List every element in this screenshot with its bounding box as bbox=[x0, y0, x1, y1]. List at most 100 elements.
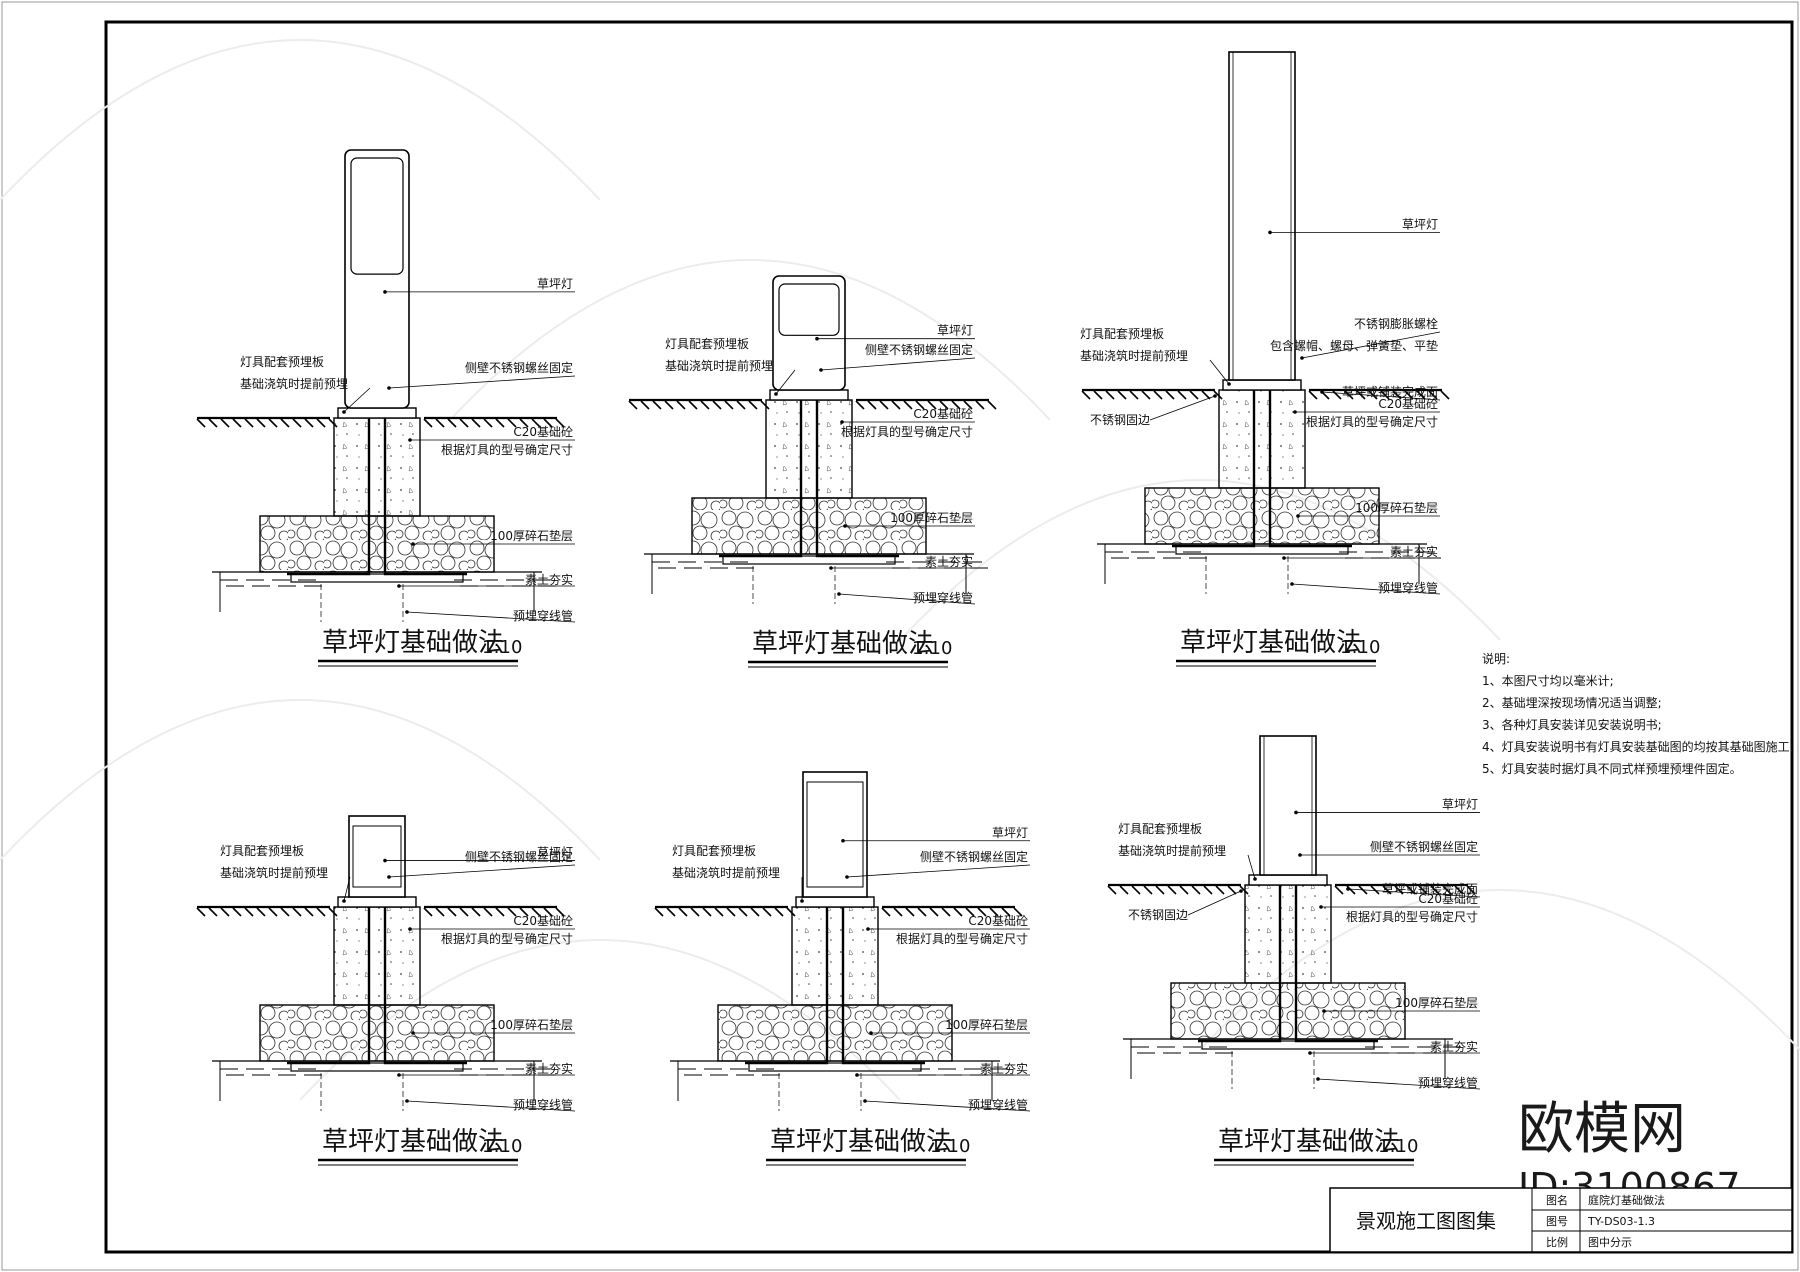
detail-title-text: 草坪灯基础做法 bbox=[322, 628, 504, 658]
tb-number-value: TY-DS03-1.3 bbox=[1587, 1215, 1655, 1228]
label-plate-note: 基础浇筑时提前预埋 bbox=[220, 865, 328, 880]
conduit-pipe bbox=[719, 396, 899, 604]
tb-scale-label: 比例 bbox=[1546, 1235, 1568, 1249]
conduit-pipe bbox=[287, 903, 467, 1111]
label-c20: C20基础砼 bbox=[513, 914, 573, 928]
detail-title-text: 草坪灯基础做法 bbox=[770, 1127, 952, 1157]
label-bolt: 不锈钢膨胀螺栓 bbox=[1354, 316, 1438, 331]
embedded-plate bbox=[769, 389, 849, 401]
label-plate: 灯具配套预埋板 bbox=[1080, 327, 1164, 341]
tb-name-label: 图名 bbox=[1546, 1193, 1568, 1207]
label-pipe: 预埋穿线管 bbox=[513, 608, 573, 623]
label-bolt: 侧壁不锈钢螺丝固定 bbox=[865, 342, 973, 357]
lawn-lamp bbox=[772, 275, 846, 391]
label-steel: 不锈钢固边 bbox=[1128, 908, 1188, 922]
title-block: 景观施工图图集 图名 庭院灯基础做法 图号 TY-DS03-1.3 比例 图中分… bbox=[1329, 1187, 1793, 1253]
lawn-lamp bbox=[348, 815, 406, 898]
label-lamp: 草坪灯 bbox=[937, 324, 973, 338]
concrete-footing bbox=[765, 399, 853, 499]
detail-scale: 1:10 bbox=[482, 637, 522, 658]
label-pipe: 预埋穿线管 bbox=[1418, 1075, 1478, 1090]
lawn-lamp bbox=[344, 149, 410, 409]
concrete-footing bbox=[333, 417, 421, 517]
label-finish: 草坪或铺装完成面 bbox=[1382, 881, 1478, 896]
label-pipe: 预埋穿线管 bbox=[968, 1097, 1028, 1112]
label-plate: 灯具配套预埋板 bbox=[665, 337, 749, 351]
label-plate-note: 基础浇筑时提前预埋 bbox=[665, 358, 773, 373]
embedded-plate bbox=[795, 896, 875, 908]
embedded-plate bbox=[337, 407, 417, 419]
lawn-lamp bbox=[1259, 735, 1317, 876]
concrete-footing bbox=[1244, 884, 1332, 984]
conduit-pipe bbox=[745, 903, 925, 1111]
compacted-soil bbox=[212, 571, 556, 612]
note-item: 2、基础埋深按现场情况适当调整; bbox=[1482, 695, 1662, 710]
embedded-plate bbox=[1248, 874, 1328, 886]
detail-scale: 1:10 bbox=[482, 1136, 522, 1157]
label-size: 根据灯具的型号确定尺寸 bbox=[841, 424, 973, 439]
detail-title-text: 草坪灯基础做法 bbox=[322, 1127, 504, 1157]
label-plate-note: 基础浇筑时提前预埋 bbox=[1080, 348, 1188, 363]
detail-title-text: 草坪灯基础做法 bbox=[1180, 628, 1362, 658]
detail-scale: 1:10 bbox=[1340, 637, 1380, 658]
foundation-detail: 草坪灯C20基础砼根据灯具的型号确定尺寸100厚碎石垫层素土夯实预埋穿线管侧壁不… bbox=[654, 771, 1031, 1166]
label-gravel: 100厚碎石垫层 bbox=[945, 1017, 1028, 1032]
label-soil: 素土夯实 bbox=[525, 1061, 573, 1076]
note-item: 5、灯具安装时据灯具不同式样预埋预埋件固定。 bbox=[1482, 761, 1742, 776]
drawing-border bbox=[104, 20, 1794, 1254]
embedded-plate bbox=[337, 896, 417, 908]
conduit-pipe bbox=[287, 414, 467, 622]
label-steel: 不锈钢固边 bbox=[1090, 413, 1150, 427]
detail-scale: 1:10 bbox=[912, 638, 952, 659]
conduit-pipe bbox=[1198, 881, 1378, 1089]
label-lamp: 草坪灯 bbox=[537, 277, 573, 291]
tb-scale-value: 图中分示 bbox=[1588, 1236, 1632, 1249]
foundation-detail: 草坪灯C20基础砼根据灯具的型号确定尺寸100厚碎石垫层素土夯实预埋穿线管侧壁不… bbox=[196, 815, 576, 1166]
compacted-soil bbox=[670, 1060, 1014, 1101]
label-size: 根据灯具的型号确定尺寸 bbox=[896, 931, 1028, 946]
watermark-brand: 欧模网 bbox=[1518, 1097, 1686, 1162]
label-bolt: 侧壁不锈钢螺丝固定 bbox=[1370, 839, 1478, 854]
foundation-detail: 草坪灯C20基础砼根据灯具的型号确定尺寸100厚碎石垫层素土夯实预埋穿线管不锈钢… bbox=[1080, 51, 1450, 667]
label-bolt: 侧壁不锈钢螺丝固定 bbox=[465, 849, 573, 864]
label-size: 根据灯具的型号确定尺寸 bbox=[1306, 414, 1438, 429]
label-c20: C20基础砼 bbox=[1418, 892, 1478, 906]
label-soil: 素土夯实 bbox=[1430, 1039, 1478, 1054]
concrete-footing bbox=[1218, 389, 1306, 489]
note-item: 1、本图尺寸均以毫米计; bbox=[1482, 673, 1614, 688]
label-pipe: 预埋穿线管 bbox=[513, 1097, 573, 1112]
concrete-footing bbox=[791, 906, 879, 1006]
label-plate: 灯具配套预埋板 bbox=[672, 844, 756, 858]
label-lamp: 草坪灯 bbox=[992, 826, 1028, 840]
label-lamp: 草坪灯 bbox=[1402, 217, 1438, 231]
label-pipe: 预埋穿线管 bbox=[913, 590, 973, 605]
notes-heading: 说明: bbox=[1482, 651, 1510, 666]
tb-number-label: 图号 bbox=[1546, 1215, 1568, 1228]
label-gravel: 100厚碎石垫层 bbox=[490, 1017, 573, 1032]
label-size: 根据灯具的型号确定尺寸 bbox=[1346, 909, 1478, 924]
label-size: 根据灯具的型号确定尺寸 bbox=[441, 442, 573, 457]
label-c20: C20基础砼 bbox=[513, 425, 573, 439]
label-plate: 灯具配套预埋板 bbox=[220, 844, 304, 858]
compacted-soil bbox=[1097, 543, 1441, 584]
label-plate: 灯具配套预埋板 bbox=[1118, 822, 1202, 836]
label-bolt: 侧壁不锈钢螺丝固定 bbox=[920, 849, 1028, 864]
note-item: 3、各种灯具安装详见安装说明书; bbox=[1482, 717, 1662, 732]
label-gravel: 100厚碎石垫层 bbox=[1355, 500, 1438, 515]
label-plate-note: 基础浇筑时提前预埋 bbox=[240, 376, 348, 391]
details-root: 草坪灯C20基础砼根据灯具的型号确定尺寸100厚碎石垫层素土夯实预埋穿线管侧壁不… bbox=[196, 51, 1481, 1166]
foundation-detail: 草坪灯C20基础砼根据灯具的型号确定尺寸100厚碎石垫层素土夯实预埋穿线管侧壁不… bbox=[628, 275, 997, 668]
label-soil: 素土夯实 bbox=[925, 554, 973, 569]
concrete-footing bbox=[333, 906, 421, 1006]
detail-scale: 1:10 bbox=[1378, 1136, 1418, 1157]
sheet-title: 景观施工图图集 bbox=[1356, 1209, 1496, 1233]
label-c20: C20基础砼 bbox=[913, 407, 973, 421]
label-gravel: 100厚碎石垫层 bbox=[1395, 995, 1478, 1010]
label-plate-note: 基础浇筑时提前预埋 bbox=[1118, 843, 1226, 858]
detail-title-text: 草坪灯基础做法 bbox=[752, 629, 934, 659]
